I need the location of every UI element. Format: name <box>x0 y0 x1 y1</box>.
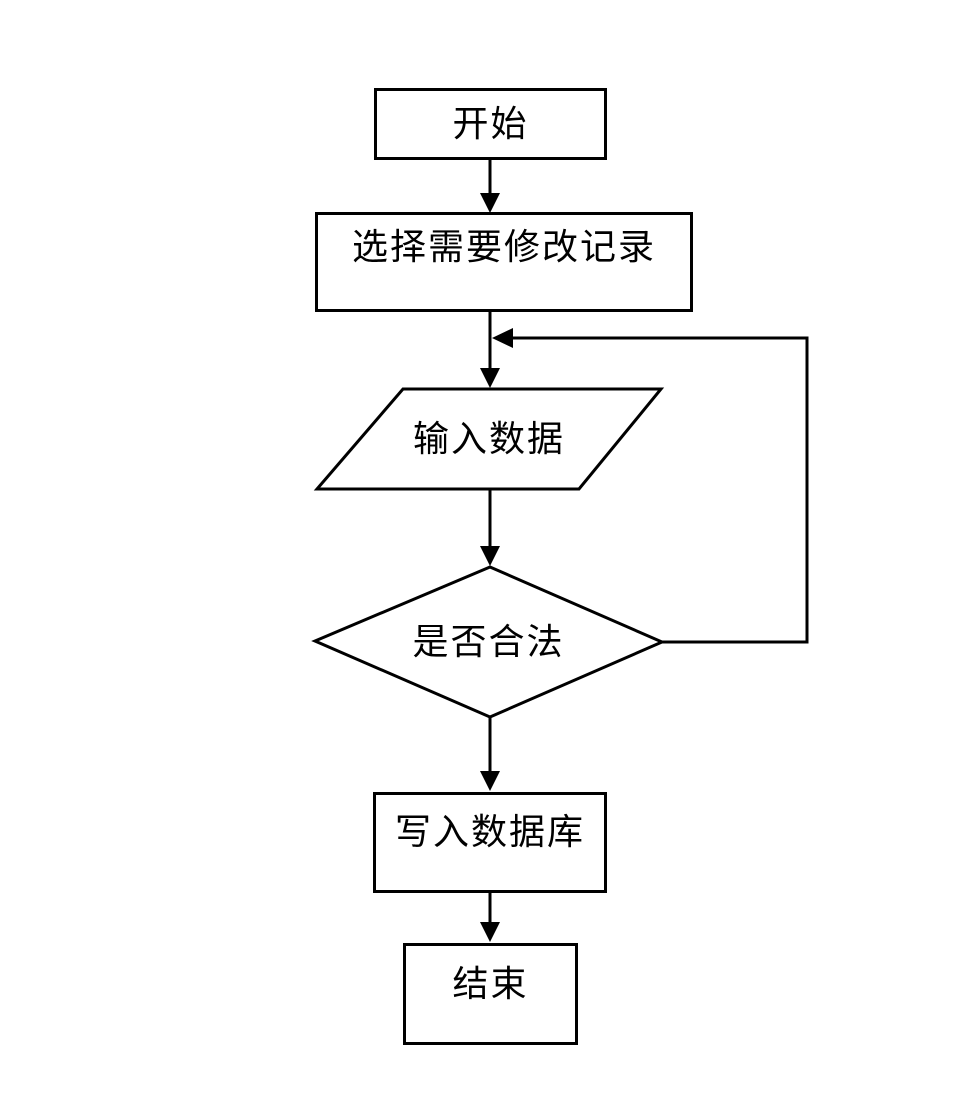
node-select-record-label: 选择需要修改记录 <box>351 227 656 267</box>
edge-line <box>513 336 809 644</box>
node-select-record: 选择需要修改记录 <box>315 212 693 312</box>
edge-start-to-select <box>480 160 500 213</box>
arrowhead-down-icon <box>480 546 500 566</box>
edge-validity-feedback-to-input <box>492 328 809 644</box>
node-input-data-shape <box>313 387 665 491</box>
arrowhead-left-icon <box>492 328 513 348</box>
node-start-label: 开始 <box>452 104 529 144</box>
edge-write-to-end <box>480 892 500 942</box>
edge-select-to-input <box>480 312 500 388</box>
node-end: 结束 <box>403 943 578 1045</box>
edge-input-to-validity <box>480 489 500 566</box>
node-write-database: 写入数据库 <box>373 792 607 893</box>
arrowhead-down-icon <box>480 771 500 791</box>
node-validity-check-shape <box>311 565 666 719</box>
node-write-database-label: 写入数据库 <box>394 811 585 852</box>
arrowhead-down-icon <box>480 193 500 213</box>
arrowhead-down-icon <box>480 368 500 388</box>
arrowhead-down-icon <box>480 922 500 942</box>
edge-validity-to-write <box>480 716 500 791</box>
node-start: 开始 <box>374 88 607 160</box>
node-end-label: 结束 <box>452 964 529 1004</box>
